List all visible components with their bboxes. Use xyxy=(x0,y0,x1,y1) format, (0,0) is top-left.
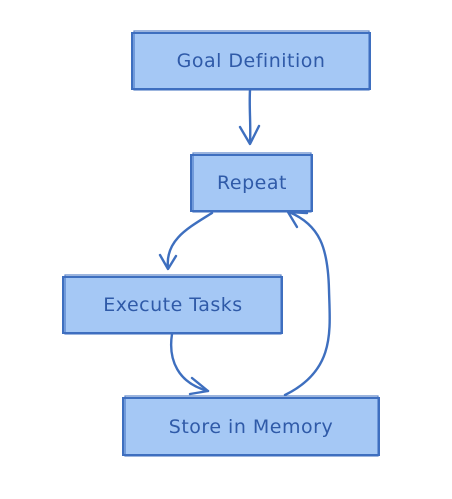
node-execute-tasks[interactable]: Execute Tasks xyxy=(62,274,283,335)
node-store-in-memory-label: Store in Memory xyxy=(169,416,333,438)
edge-repeat-to-execute xyxy=(158,211,214,271)
edge-execute-to-store xyxy=(170,332,210,396)
node-repeat[interactable]: Repeat xyxy=(190,152,313,213)
edge-store-to-repeat xyxy=(283,210,331,397)
node-goal-definition[interactable]: Goal Definition xyxy=(131,30,371,91)
node-execute-tasks-label: Execute Tasks xyxy=(103,294,242,316)
edge-goal-to-repeat xyxy=(238,88,261,146)
edges xyxy=(158,88,331,397)
node-goal-definition-label: Goal Definition xyxy=(177,50,326,72)
node-repeat-label: Repeat xyxy=(217,172,287,194)
node-store-in-memory[interactable]: Store in Memory xyxy=(122,395,380,457)
